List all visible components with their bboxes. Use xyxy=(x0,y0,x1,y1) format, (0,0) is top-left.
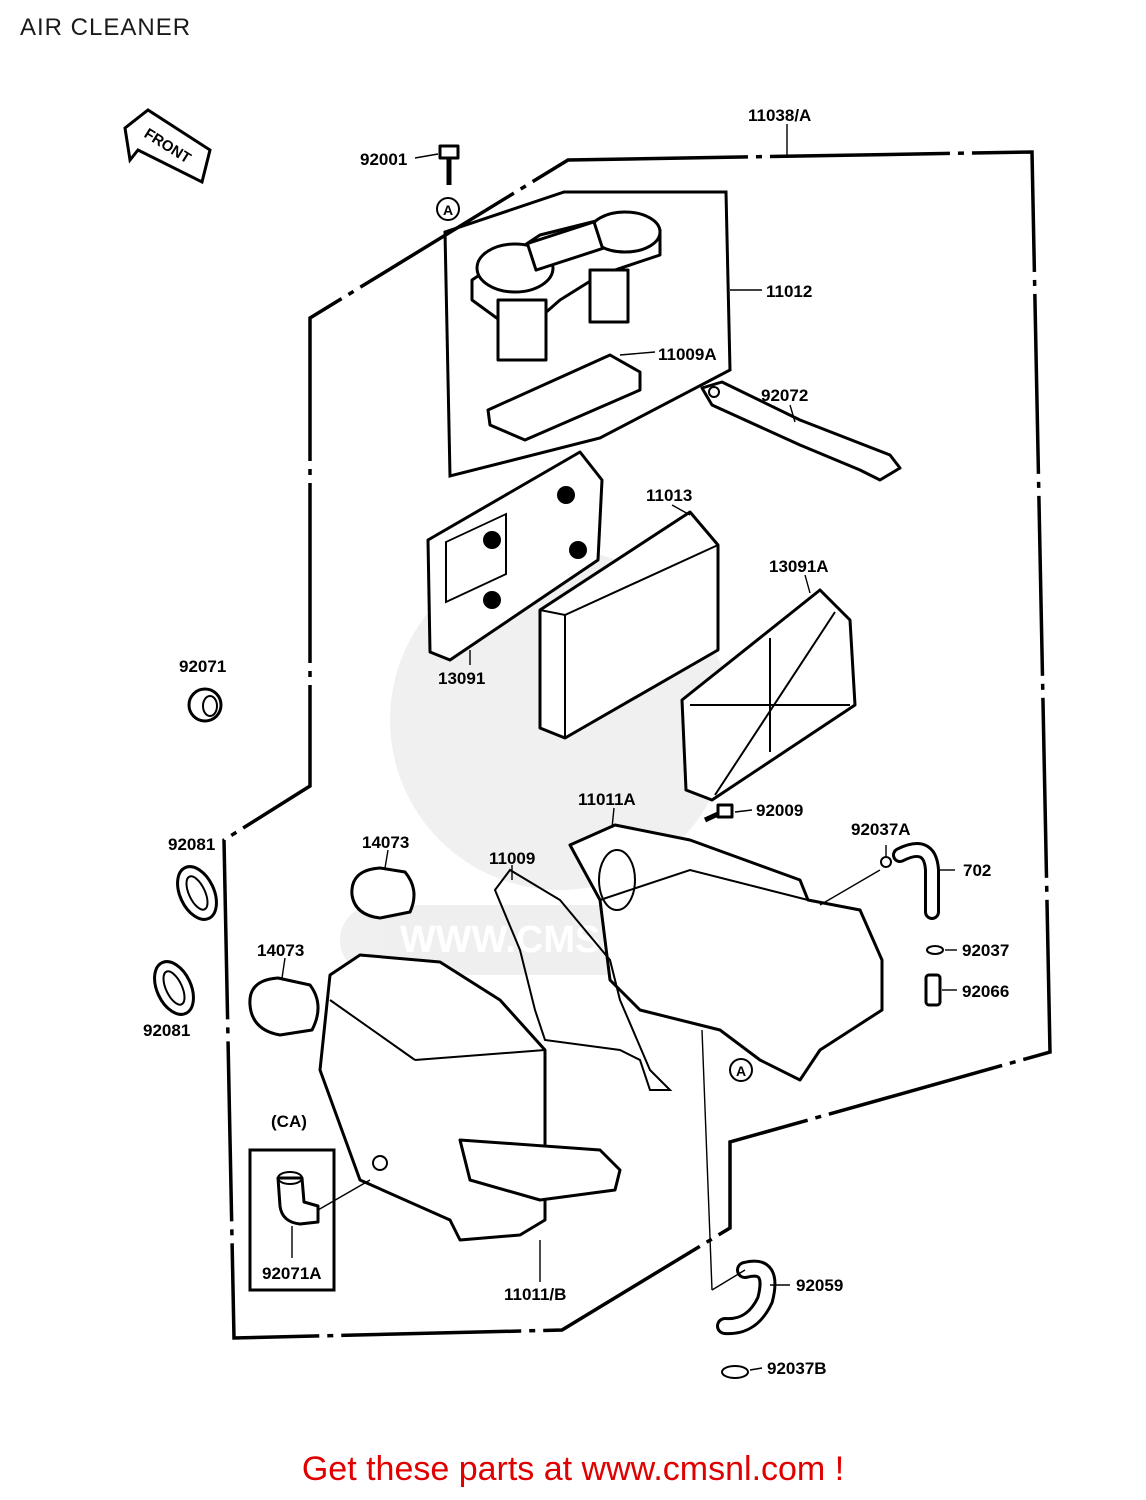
footer-link[interactable]: Get these parts at www.cmsnl.com ! xyxy=(301,1450,845,1488)
screw-92009 xyxy=(703,803,753,823)
label-14073-lower: 14073 xyxy=(257,941,304,960)
front-arrow-icon: FRONT xyxy=(123,108,212,185)
cover-subframe xyxy=(443,190,732,478)
label-11013: 11013 xyxy=(646,486,692,505)
label-13091: 13091 xyxy=(438,669,485,688)
clip-92037A xyxy=(819,845,892,906)
hose-92059 xyxy=(701,1029,790,1336)
plug-14073-upper xyxy=(350,849,416,920)
label-92037A: 92037A xyxy=(851,820,911,839)
grommet-92071 xyxy=(187,687,223,723)
gasket-11009A xyxy=(486,353,642,442)
cover-11012 xyxy=(470,210,662,362)
seal-92081-lower xyxy=(153,960,195,1016)
clip-92037 xyxy=(926,945,957,955)
exploded-parts-diagram: WWW.CMSNL.COM FRONT A xyxy=(123,106,1052,1379)
svg-text:A: A xyxy=(443,202,453,218)
ref-marker-a-bottom: A xyxy=(729,1058,753,1082)
svg-text:A: A xyxy=(736,1063,746,1079)
label-92066: 92066 xyxy=(962,982,1009,1001)
part-labels: 11038/A 92001 11012 11009A 92072 11013 1… xyxy=(143,106,1009,1378)
fitting-92066 xyxy=(924,973,957,1007)
label-13091A: 13091A xyxy=(769,557,829,576)
label-11011A: 11011A xyxy=(578,790,636,809)
label-14073-upper: 14073 xyxy=(362,833,409,852)
screen-13091 xyxy=(426,450,604,665)
element-11013 xyxy=(538,504,720,740)
label-11009: 11009 xyxy=(489,849,535,868)
label-92081-lower: 92081 xyxy=(143,1021,190,1040)
label-11012: 11012 xyxy=(766,282,812,301)
clip-92037B xyxy=(721,1365,763,1379)
assembly-frame xyxy=(222,150,1052,1340)
label-92081-upper: 92081 xyxy=(168,835,215,854)
elbow-92071A xyxy=(276,1171,371,1258)
ca-subframe xyxy=(248,1148,336,1292)
gasket-11009 xyxy=(493,868,673,1091)
label-ca: (CA) xyxy=(271,1112,307,1131)
bolt-92001 xyxy=(414,144,460,185)
label-11011B: 11011/B xyxy=(504,1285,566,1304)
seal-92081-upper xyxy=(176,865,218,921)
screen-13091A xyxy=(680,574,857,802)
upper-case-11011A xyxy=(568,807,884,1082)
page-title: AIR CLEANER xyxy=(20,14,192,41)
label-92072: 92072 xyxy=(761,386,808,405)
hose-702 xyxy=(892,842,955,920)
label-92071A: 92071A xyxy=(262,1264,322,1283)
label-92059: 92059 xyxy=(796,1276,843,1295)
label-92071: 92071 xyxy=(179,657,226,676)
label-92037B: 92037B xyxy=(767,1359,827,1378)
label-92037: 92037 xyxy=(962,941,1009,960)
clamp-92072 xyxy=(700,380,902,482)
lower-case-11011B xyxy=(318,953,622,1282)
ref-marker-a-top: A xyxy=(436,197,460,221)
label-702: 702 xyxy=(963,861,991,880)
label-92001: 92001 xyxy=(360,150,407,169)
plug-14073-lower xyxy=(248,957,320,1037)
label-92009: 92009 xyxy=(756,801,803,820)
label-11009A: 11009A xyxy=(658,345,717,364)
label-11038A: 11038/A xyxy=(748,106,811,125)
